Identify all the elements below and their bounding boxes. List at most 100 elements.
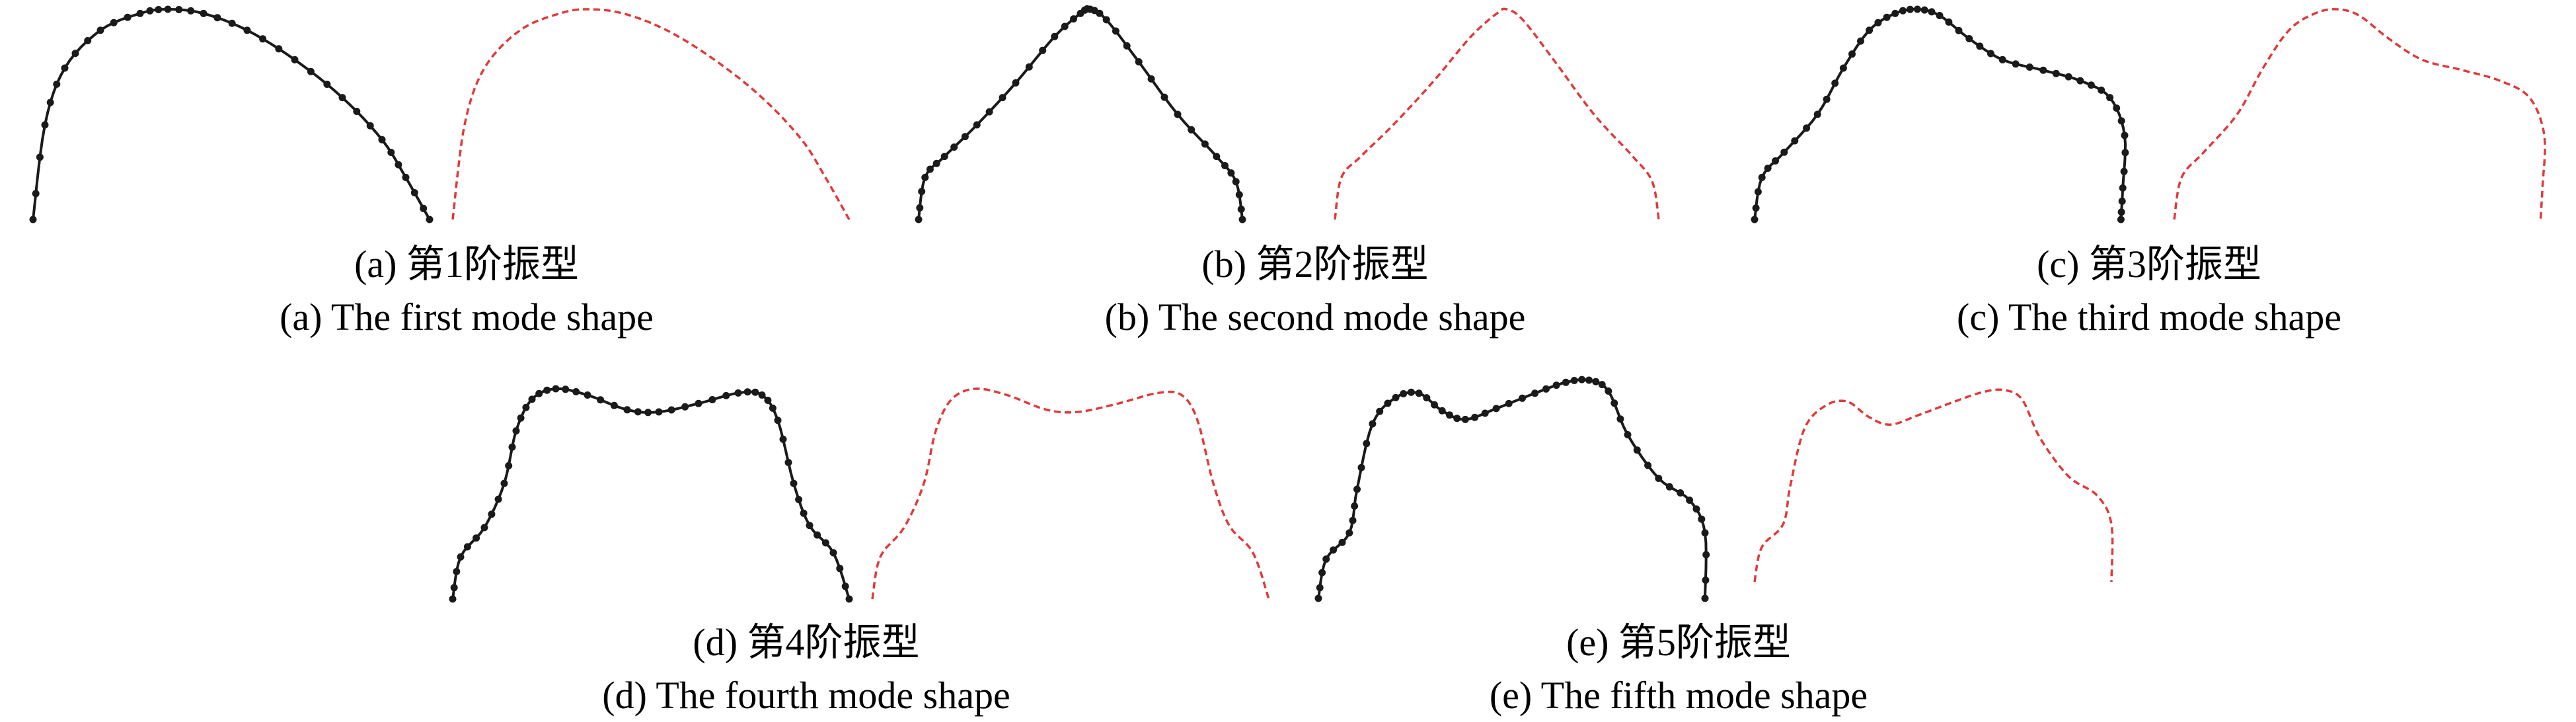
node-marker [708, 396, 716, 403]
node-marker [916, 204, 924, 212]
caption-b-cn: (b) 第2阶振型 [1201, 243, 1429, 286]
node-marker [743, 388, 751, 396]
node-marker [410, 189, 418, 196]
node-marker [1384, 399, 1392, 407]
node-marker [932, 159, 940, 167]
node-marker [921, 173, 929, 181]
node-marker [378, 136, 386, 143]
node-marker [517, 414, 525, 422]
node-marker [1803, 124, 1811, 132]
node-marker [1552, 381, 1560, 389]
node-marker [2117, 216, 2125, 223]
node-marker [512, 427, 520, 435]
node-marker [950, 143, 958, 151]
node-marker [53, 80, 61, 88]
measured-curve-d [451, 387, 851, 600]
node-marker [1936, 12, 1944, 19]
node-marker [1976, 42, 1984, 50]
node-marker [155, 6, 163, 13]
node-marker [829, 549, 837, 557]
node-marker [522, 403, 530, 411]
node-marker [450, 584, 458, 592]
node-marker [1330, 546, 1337, 554]
node-marker [110, 19, 118, 26]
node-marker [1592, 378, 1600, 385]
node-marker [243, 26, 251, 34]
node-marker [1791, 137, 1799, 145]
node-marker [1624, 431, 1632, 438]
node-marker [845, 595, 853, 603]
node-marker [1238, 216, 1246, 223]
node-marker [1123, 42, 1131, 50]
node-marker [774, 417, 782, 424]
node-marker [1232, 178, 1240, 186]
node-marker [597, 396, 605, 404]
node-marker [228, 19, 236, 27]
node-marker [480, 524, 488, 532]
node-marker [1012, 79, 1020, 87]
node-marker [2052, 69, 2060, 77]
node-marker [36, 153, 44, 161]
node-marker [2121, 132, 2129, 140]
node-marker [2121, 149, 2129, 157]
node-marker [500, 479, 508, 487]
node-marker [1598, 381, 1606, 389]
node-marker [1135, 58, 1143, 65]
node-marker [722, 391, 730, 399]
node-marker [1213, 153, 1221, 161]
node-marker [751, 388, 759, 396]
node-marker [769, 404, 777, 412]
caption-e-cn: (e) 第5阶振型 [1566, 621, 1791, 664]
node-marker [528, 395, 536, 403]
node-marker [387, 149, 395, 156]
caption-d-cn: (d) 第4阶振型 [693, 621, 920, 664]
caption-d-en: (d) The fourth mode shape [602, 674, 1010, 717]
computed-mode-shape-e [1753, 388, 2114, 582]
node-marker [1160, 93, 1168, 101]
node-marker [1235, 191, 1243, 198]
node-marker [841, 582, 849, 590]
node-marker [338, 94, 346, 102]
node-marker [806, 522, 814, 530]
node-marker [508, 443, 516, 451]
node-marker [973, 121, 981, 129]
node-marker [1147, 75, 1155, 83]
node-marker [1481, 409, 1489, 417]
node-marker [291, 56, 299, 63]
node-marker [1644, 461, 1652, 469]
caption-c-cn: (c) 第3阶振型 [2037, 243, 2261, 286]
node-marker [1839, 64, 1847, 72]
node-marker [213, 14, 221, 22]
node-marker [463, 543, 471, 551]
node-marker [2117, 117, 2125, 125]
node-marker [1070, 15, 1077, 23]
node-marker [1701, 529, 1709, 537]
node-marker [1874, 19, 1882, 26]
caption-e: (e) 第5阶振型 (e) The fifth mode shape [1216, 616, 2141, 722]
node-marker [1349, 516, 1357, 524]
node-marker [46, 99, 54, 106]
caption-a: (a) 第1阶振型 (a) The first mode shape [4, 238, 929, 344]
node-marker [1987, 50, 1994, 58]
caption-c-en: (c) The third mode shape [1957, 296, 2341, 339]
node-marker [814, 531, 821, 539]
node-marker [1906, 5, 1914, 13]
node-marker [1353, 485, 1361, 493]
node-marker [366, 122, 374, 130]
node-marker [136, 9, 144, 17]
node-marker [1237, 206, 1245, 213]
node-marker [1316, 584, 1324, 592]
node-marker [275, 45, 283, 53]
node-marker [84, 37, 92, 44]
node-marker [1686, 497, 1694, 504]
computed-mode-shape-a [451, 8, 851, 220]
node-marker [1891, 9, 1899, 17]
node-marker [1227, 169, 1235, 177]
node-marker [1314, 594, 1322, 602]
node-marker [1039, 46, 1047, 54]
node-marker [453, 568, 461, 575]
node-marker [1857, 37, 1864, 45]
node-marker [2118, 197, 2126, 205]
node-marker [1407, 388, 1415, 396]
node-marker [1201, 140, 1209, 148]
